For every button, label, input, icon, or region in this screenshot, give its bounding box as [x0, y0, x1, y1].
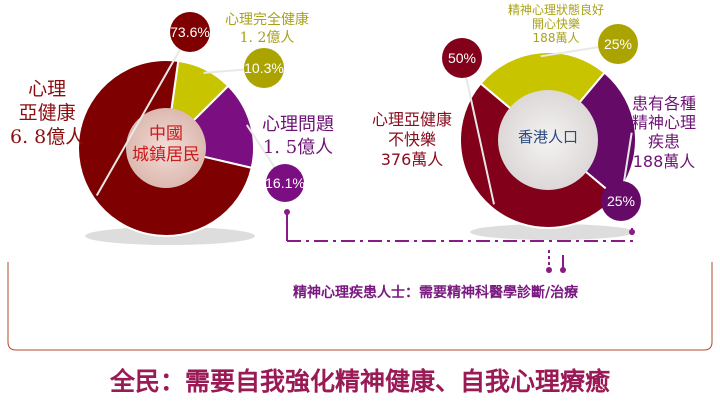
label-line: 188萬人: [532, 30, 580, 45]
cn-subhealth-label: 心理 亞健康 6. 8億人: [10, 78, 84, 149]
percent-bubble: [442, 38, 482, 78]
hk-center-label: 香港人口: [517, 128, 578, 146]
percent-bubble: [244, 48, 284, 88]
cn-problem-label: 心理問題 1. 5億人: [262, 114, 334, 159]
label-line: 188萬人: [632, 151, 696, 171]
connector-dot: [629, 229, 635, 235]
label-line: 疾患: [648, 132, 681, 152]
label-line: 心理亞健康: [372, 110, 453, 129]
percent-label: 10.3%: [244, 60, 284, 76]
percent-bubble: [170, 12, 210, 52]
label-line: 亞健康: [18, 101, 76, 124]
shadow-right: [470, 224, 634, 240]
cn-healthy-label: 心理完全健康 1. 2億人: [225, 12, 309, 47]
note-text: 精神心理疾患人士：需要精神科醫學診斷/治療: [293, 285, 579, 301]
label-line: 心理問題: [262, 114, 334, 135]
label-line: 患有各種: [632, 94, 697, 113]
label-line: 城鎮居民: [132, 145, 200, 166]
bracket: [7, 262, 713, 351]
hk-ill-label: 患有各種 精神心理 疾患 188萬人: [632, 94, 696, 171]
percent-label: 73.6%: [170, 24, 210, 40]
hk-good-label: 精神心理狀態良好 開心快樂 188萬人: [508, 3, 605, 45]
connector-dot: [560, 267, 566, 273]
label-line: 不快樂: [388, 130, 437, 149]
center-china: [126, 108, 206, 188]
label-line: 精神心理: [632, 113, 697, 133]
label-line: 1. 2億人: [239, 29, 295, 46]
cn-center-label: 中國 城鎮居民: [126, 124, 206, 167]
connector-dot: [284, 209, 290, 215]
label-line: 心理完全健康: [225, 12, 309, 28]
label-line: 6. 8億人: [10, 125, 85, 148]
label-line: 1. 5億人: [262, 136, 334, 158]
label-line: 精神心理狀態良好: [508, 3, 605, 17]
percent-bubble: [598, 24, 638, 64]
label-line: 中國: [149, 124, 183, 144]
leader-line: [95, 31, 191, 197]
percent-label: 50%: [448, 50, 476, 66]
percent-label: 16.1%: [265, 175, 305, 191]
center-hongkong: [498, 90, 598, 190]
label-line: 376萬人: [380, 150, 444, 169]
leader-line: [461, 57, 495, 205]
percent-label: 25%: [607, 193, 635, 209]
percent-bubble: [601, 181, 641, 221]
connector-dot: [546, 267, 552, 273]
hk-subhealth-label: 心理亞健康 不快樂 376萬人: [372, 110, 452, 170]
label-line: 心理: [28, 78, 67, 100]
label-line: 開心快樂: [532, 16, 581, 31]
footer-text: 全民：需要自我強化精神健康、自我心理療癒: [109, 367, 610, 396]
percent-label: 25%: [604, 36, 632, 52]
percent-bubble: [266, 164, 304, 202]
